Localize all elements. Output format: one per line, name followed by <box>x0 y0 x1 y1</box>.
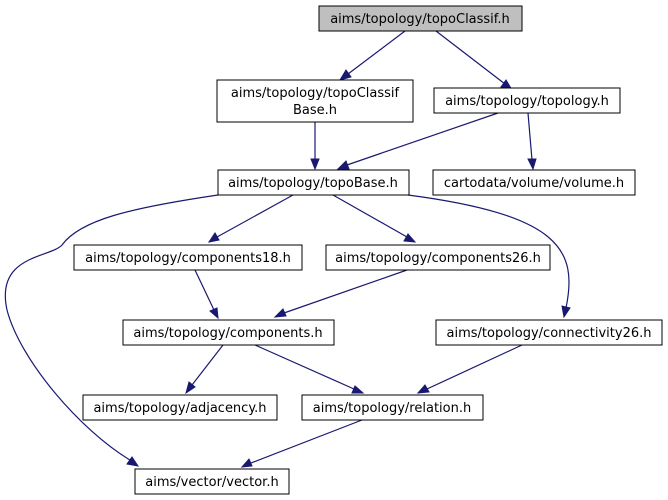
node-label-line2: Base.h <box>293 103 337 118</box>
node-connectivity26[interactable]: aims/topology/connectivity26.h <box>435 319 663 346</box>
node-label: aims/topology/topoBase.h <box>228 176 398 191</box>
node-topoclassifbase[interactable]: aims/topology/topoClassif Base.h <box>216 79 414 123</box>
node-components18[interactable]: aims/topology/components18.h <box>73 244 303 271</box>
edge-topology-to-volume <box>527 112 537 171</box>
node-vector[interactable]: aims/vector/vector.h <box>134 468 290 495</box>
node-label: aims/topology/components.h <box>133 326 322 341</box>
edge-topoclassifbase-to-topobase <box>310 122 320 171</box>
node-label: aims/topology/components26.h <box>335 251 541 266</box>
edge-connectivity26-to-relation <box>416 344 523 394</box>
node-relation[interactable]: aims/topology/relation.h <box>301 394 484 421</box>
node-components[interactable]: aims/topology/components.h <box>122 319 335 346</box>
edge-topobase-to-components18 <box>207 194 294 243</box>
node-label: aims/vector/vector.h <box>145 475 278 490</box>
node-label: aims/topology/topology.h <box>445 94 609 109</box>
node-label: aims/topology/adjacency.h <box>93 401 266 416</box>
node-components26[interactable]: aims/topology/components26.h <box>325 244 551 271</box>
edge-components18-to-components <box>194 269 219 320</box>
node-label-line1: aims/topology/topoClassif <box>231 86 400 101</box>
node-topology[interactable]: aims/topology/topology.h <box>433 87 621 114</box>
edge-topobase-to-vector <box>4 194 219 467</box>
node-topobase[interactable]: aims/topology/topoBase.h <box>217 169 410 196</box>
node-volume[interactable]: cartodata/volume/volume.h <box>432 169 636 196</box>
node-topoclassif[interactable]: aims/topology/topoClassif.h <box>318 5 523 32</box>
edge-topoclassif-to-topology <box>435 30 514 91</box>
node-adjacency[interactable]: aims/topology/adjacency.h <box>82 394 278 421</box>
node-label: aims/topology/components18.h <box>85 251 291 266</box>
node-label: aims/topology/topoClassif.h <box>330 12 510 27</box>
edge-topoclassif-to-topoclassifbase <box>338 30 406 81</box>
edge-topobase-to-connectivity26 <box>407 194 571 319</box>
edge-topology-to-topobase <box>336 112 499 170</box>
edge-components-to-adjacency <box>185 344 224 395</box>
edge-topobase-to-components26 <box>332 194 417 243</box>
node-label: aims/topology/relation.h <box>313 401 471 416</box>
node-label: cartodata/volume/volume.h <box>444 176 624 191</box>
node-label: aims/topology/connectivity26.h <box>447 326 652 341</box>
edge-components-to-relation <box>254 344 365 394</box>
edge-relation-to-vector <box>240 419 363 468</box>
edge-components26-to-components <box>273 269 408 318</box>
